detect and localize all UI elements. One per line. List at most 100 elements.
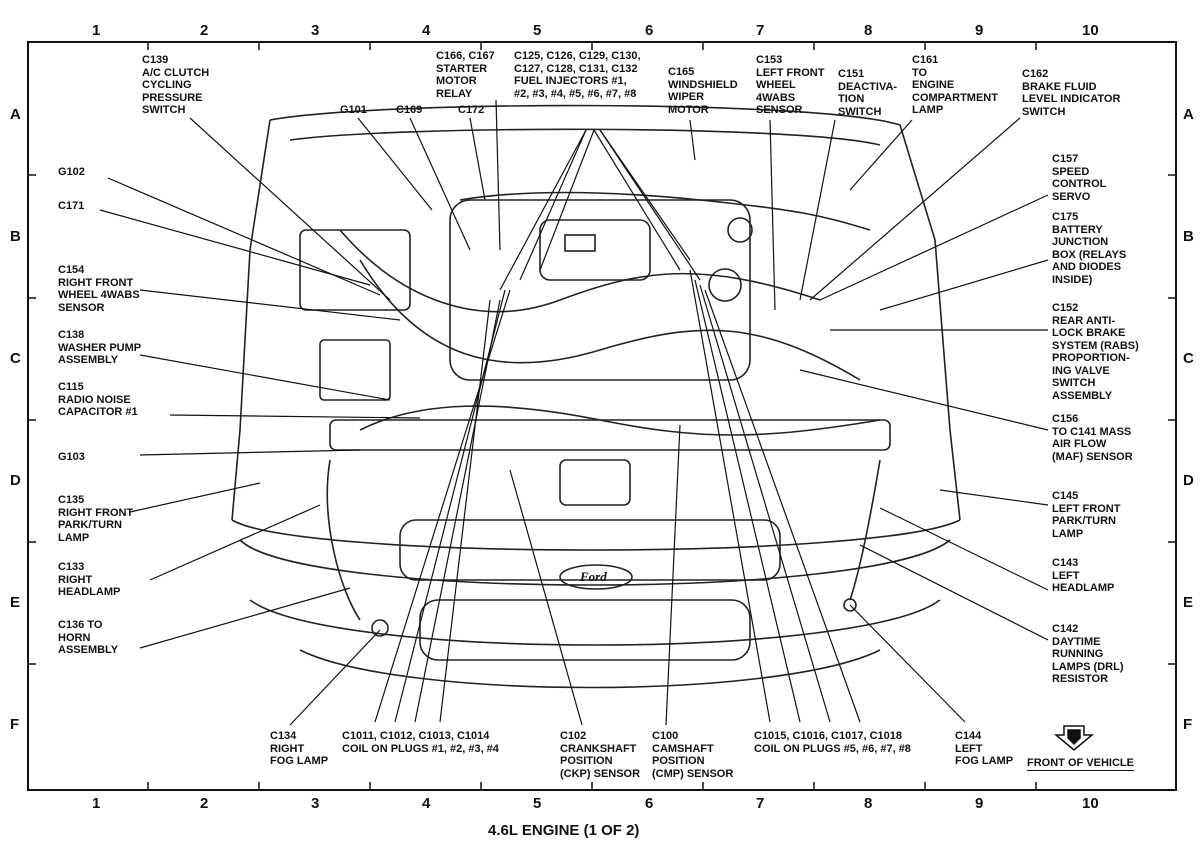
label-line: SERVO: [1052, 190, 1091, 203]
label-g102: G102: [58, 166, 85, 179]
label-line: C165: [668, 66, 695, 78]
label-line: LOCK BRAKE: [1052, 327, 1126, 339]
label-line: POSITION: [560, 755, 613, 767]
label-line: ING VALVE: [1052, 364, 1110, 377]
label-line: C134: [270, 730, 297, 742]
label-line: C157: [1052, 153, 1079, 165]
label-line: C161: [912, 54, 939, 66]
label-line: BRAKE FLUID: [1022, 80, 1097, 93]
row-label: E: [1183, 594, 1194, 611]
label-line: DAYTIME: [1052, 635, 1101, 648]
label-line: C171: [58, 200, 85, 212]
label-line: LAMP: [58, 531, 90, 544]
label-line: C135: [58, 494, 85, 506]
label-line: SWITCH: [1022, 105, 1066, 118]
label-line: SPEED: [1052, 165, 1090, 178]
column-label: 3: [311, 795, 320, 812]
column-label: 9: [975, 795, 984, 812]
label-line: RUNNING: [1052, 648, 1104, 660]
label-line: C133: [58, 561, 85, 573]
label-line: AIR FLOW: [1052, 438, 1107, 450]
row-label: B: [1183, 228, 1194, 245]
label-line: FOG LAMP: [270, 755, 329, 767]
label-line: SENSOR: [756, 104, 803, 116]
label-line: HEADLAMP: [1052, 582, 1115, 594]
column-label: 1: [92, 795, 101, 812]
label-line: C125, C126, C129, C130,: [514, 50, 641, 62]
label-line: COMPARTMENT: [912, 91, 998, 104]
label-line: C154: [58, 264, 85, 276]
label-line: CAPACITOR #1: [58, 406, 138, 418]
label-line: C136 TO: [58, 619, 103, 631]
label-line: LEVEL INDICATOR: [1022, 93, 1121, 105]
label-line: SWITCH: [838, 105, 882, 118]
column-label: 10: [1082, 795, 1099, 812]
label-line: C169: [396, 104, 423, 116]
column-label: 6: [645, 795, 654, 812]
label-line: ASSEMBLY: [1052, 389, 1113, 402]
column-label: 8: [864, 22, 873, 39]
label-line: SWITCH: [1052, 377, 1096, 389]
label-line: PARK/TURN: [1052, 515, 1116, 527]
label-line: ASSEMBLY: [58, 644, 119, 656]
label-line: C102: [560, 730, 587, 742]
row-label: A: [10, 106, 21, 123]
row-label: D: [1183, 472, 1194, 489]
label-line: C151: [838, 68, 865, 80]
label-line: C143: [1052, 557, 1079, 569]
label-line: C175: [1052, 211, 1079, 223]
engine-bay-illustration: [231, 104, 961, 689]
label-line: G102: [58, 166, 85, 178]
label-line: C162: [1022, 68, 1049, 80]
label-line: PROPORTION-: [1052, 352, 1130, 364]
label-line: FUEL INJECTORS #1,: [514, 75, 627, 87]
label-line: LEFT FRONT: [1052, 502, 1121, 515]
label-line: C139: [142, 54, 169, 66]
label-line: C127, C128, C131, C132: [514, 62, 638, 75]
label-line: MOTOR: [436, 75, 477, 87]
label-line: ENGINE: [912, 79, 955, 91]
label-line: C156: [1052, 413, 1079, 425]
front-of-vehicle-label: FRONT OF VEHICLE: [1027, 757, 1134, 771]
grid-ticks: [28, 42, 1176, 790]
label-line: ASSEMBLY: [58, 354, 119, 366]
label-line: G101: [340, 104, 367, 116]
label-line: C153: [756, 54, 783, 66]
label-line: HEADLAMP: [58, 586, 121, 598]
label-line: RIGHT: [270, 742, 305, 755]
column-label: 7: [756, 22, 765, 39]
label-line: CYCLING: [142, 79, 192, 91]
label-line: C145: [1052, 490, 1079, 502]
label-line: C100: [652, 730, 679, 742]
label-line: C115: [58, 381, 84, 393]
label-line: TION: [838, 93, 865, 105]
column-label: 7: [756, 795, 765, 812]
label-line: LEFT: [1052, 569, 1080, 582]
column-label: 3: [311, 22, 320, 39]
label-line: C1011, C1012, C1013, C1014: [342, 730, 490, 742]
label-line: SENSOR: [58, 301, 105, 314]
row-label: C: [10, 350, 21, 367]
label-line: WHEEL 4WABS: [58, 289, 140, 301]
column-label: 4: [422, 22, 431, 39]
row-label: F: [10, 716, 20, 733]
column-label: 5: [533, 22, 542, 39]
label-line: RELAY: [436, 87, 473, 100]
label-line: C152: [1052, 302, 1079, 314]
grid-frame: [27, 41, 1177, 791]
column-label: 8: [864, 795, 873, 812]
